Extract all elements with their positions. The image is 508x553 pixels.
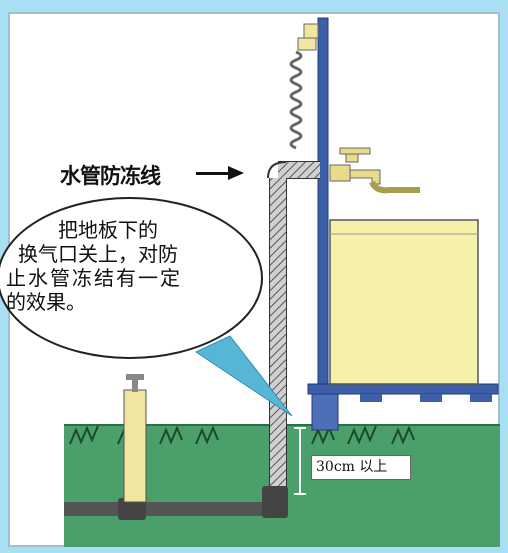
tank-stand <box>307 383 499 395</box>
bubble-text: 把地板下的 换气口关上，对防 止水管冻结有一定 的效果。 <box>0 218 262 314</box>
stand-foot <box>420 394 442 402</box>
stand-leg <box>311 393 339 431</box>
arrow-head <box>228 166 244 180</box>
water-tank <box>329 219 479 385</box>
antifreeze-line-label: 水管防冻线 <box>60 164 161 188</box>
bubble-line: 换气口关上，对防 <box>18 242 178 266</box>
underground-pipe <box>64 502 276 516</box>
faucet-icon <box>329 147 420 194</box>
stand-foot <box>360 394 382 402</box>
depth-label: 30cm 以上 <box>311 455 411 480</box>
bubble-line: 止水管冻结有一定 <box>6 266 182 290</box>
vertical-post <box>317 17 329 431</box>
bubble-line: 把地板下的 <box>58 218 158 242</box>
coiled-hose-icon <box>289 23 319 150</box>
pipe-tee <box>118 498 146 520</box>
speech-bubble <box>0 197 263 359</box>
stand-foot <box>470 394 492 402</box>
pipe-elbow <box>262 486 288 518</box>
bubble-pointer <box>194 335 293 417</box>
hand-pump <box>123 374 147 503</box>
bubble-line: 的效果。 <box>6 290 86 314</box>
arrow-right-icon <box>196 172 230 175</box>
